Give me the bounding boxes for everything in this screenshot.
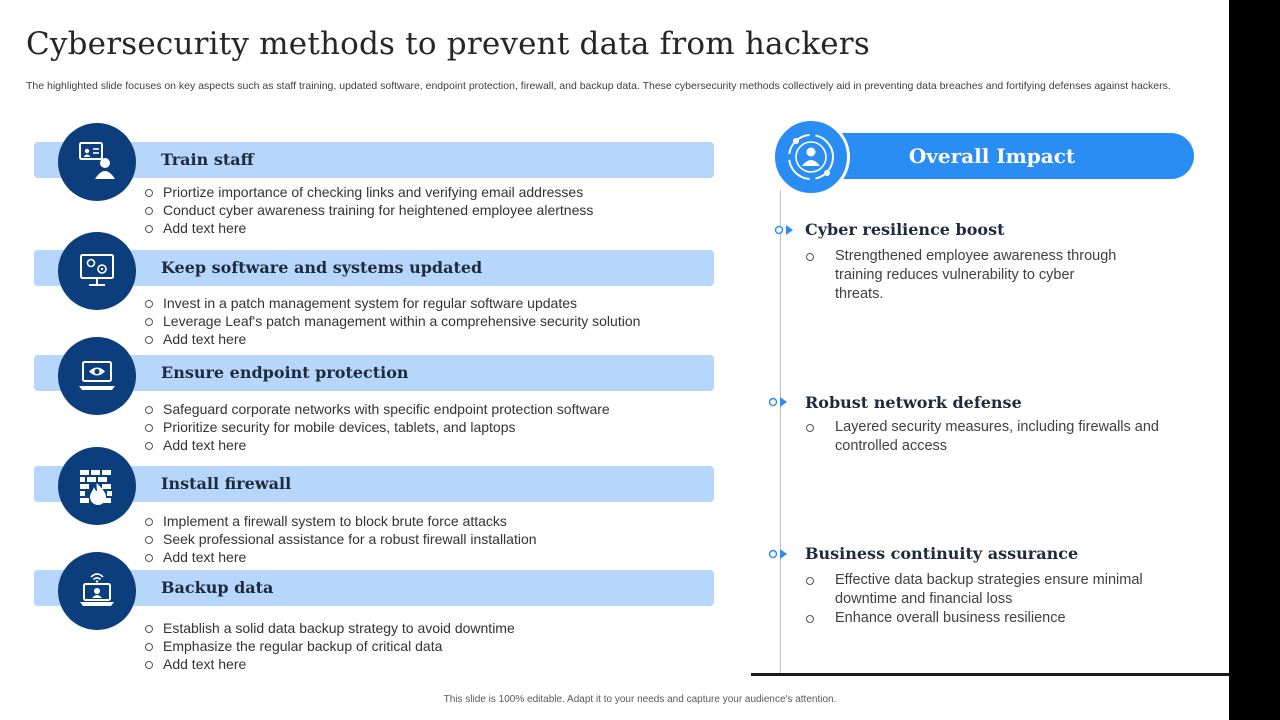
bullet-item: Add text here	[144, 330, 640, 348]
method-title: Train staff	[161, 150, 254, 169]
laptop-eye-icon	[58, 337, 136, 415]
method-bullets: Establish a solid data backup strategy t…	[144, 619, 515, 673]
timeline-marker-icon	[774, 225, 793, 235]
presentation-user-icon	[58, 123, 136, 201]
edge-bar	[1229, 0, 1280, 720]
method-title: Keep software and systems updated	[161, 258, 483, 277]
method-bullets: Priortize importance of checking links a…	[144, 183, 593, 237]
impact-item-title: Robust network defense	[805, 393, 1022, 412]
bullet-item: Layered security measures, including fir…	[805, 418, 1165, 456]
bullet-item: Establish a solid data backup strategy t…	[144, 619, 515, 637]
method-title: Ensure endpoint protection	[161, 363, 409, 382]
method-install-firewall: Install firewall Implement a firewall sy…	[0, 447, 740, 565]
footer-note: This slide is 100% editable. Adapt it to…	[443, 694, 837, 705]
method-keep-software-updated: Keep software and systems updated Invest…	[0, 232, 740, 347]
bullet-item: Strengthened employee awareness through …	[805, 247, 1125, 304]
impact-item-bullets: Strengthened employee awareness through …	[805, 247, 1185, 304]
timeline-marker-icon	[768, 397, 787, 407]
impact-item-title: Cyber resilience boost	[805, 220, 1005, 239]
bullet-item: Seek professional assistance for a robus…	[144, 530, 537, 548]
bullet-item: Add text here	[144, 436, 610, 454]
impact-item-bullets: Layered security measures, including fir…	[805, 418, 1185, 456]
bullet-item: Prioritize security for mobile devices, …	[144, 418, 610, 436]
method-bullets: Invest in a patch management system for …	[144, 294, 640, 348]
bullet-item: Add text here	[144, 655, 515, 673]
bullet-item: Effective data backup strategies ensure …	[805, 571, 1180, 609]
user-cycle-icon	[772, 118, 850, 196]
method-band	[34, 570, 714, 606]
method-backup-data: Backup data Establish a solid data backu…	[0, 552, 740, 672]
bullet-item: Add text here	[144, 219, 593, 237]
method-bullets: Implement a firewall system to block bru…	[144, 512, 537, 566]
timeline-marker-icon	[768, 549, 787, 559]
method-band	[34, 142, 714, 178]
firewall-icon	[58, 447, 136, 525]
bullet-item: Enhance overall business resilience	[805, 609, 1180, 628]
method-endpoint-protection: Ensure endpoint protection Safeguard cor…	[0, 337, 740, 453]
impact-header-title: Overall Impact	[908, 144, 1076, 168]
monitor-gears-icon	[58, 232, 136, 310]
impact-item-title: Business continuity assurance	[805, 544, 1079, 563]
method-title: Backup data	[161, 578, 274, 597]
slide-title: Cybersecurity methods to prevent data fr…	[26, 26, 870, 62]
bullet-item: Safeguard corporate networks with specif…	[144, 400, 610, 418]
timeline-line	[780, 190, 781, 675]
bullet-item: Leverage Leaf's patch management within …	[144, 312, 640, 330]
impact-header-pill	[790, 133, 1194, 179]
bottom-rule	[751, 673, 1229, 676]
method-title: Install firewall	[161, 474, 292, 493]
bullet-item: Emphasize the regular backup of critical…	[144, 637, 515, 655]
method-band	[34, 466, 714, 502]
impact-item-bullets: Effective data backup strategies ensure …	[805, 571, 1185, 628]
bullet-item: Invest in a patch management system for …	[144, 294, 640, 312]
bullet-item: Conduct cyber awareness training for hei…	[144, 201, 593, 219]
bullet-item: Implement a firewall system to block bru…	[144, 512, 537, 530]
laptop-cloud-icon	[58, 552, 136, 630]
method-bullets: Safeguard corporate networks with specif…	[144, 400, 610, 454]
bullet-item: Priortize importance of checking links a…	[144, 183, 593, 201]
method-band	[34, 355, 714, 391]
method-train-staff: Train staff Priortize importance of chec…	[0, 123, 740, 236]
method-band	[34, 250, 714, 286]
bullet-item: Add text here	[144, 548, 537, 566]
slide-subtitle: The highlighted slide focuses on key asp…	[26, 80, 1171, 92]
